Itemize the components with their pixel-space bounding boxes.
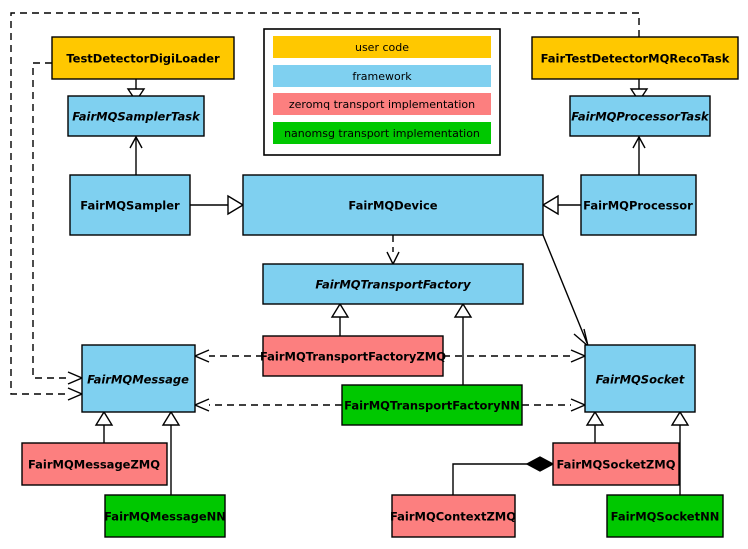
- class-box-fairmqprocessor[interactable]: [580, 174, 697, 236]
- edge-fairmqtransportfactoryzmq-to-fairmqmessage: [193, 349, 263, 363]
- class-node-testdetectordigiloader[interactable]: TestDetectorDigiLoader: [51, 36, 235, 80]
- class-box-fairmqsampler[interactable]: [69, 174, 191, 236]
- edge-fairmqprocessor-to-fairmqprocessortask: [632, 135, 646, 175]
- edge-layer: FairMQTransportFactory (dashed dependenc…: [10, 12, 690, 495]
- edge-fairmqtransportfactorynn-to-fairmqmessage: [193, 398, 342, 412]
- class-node-fairmqmessage[interactable]: FairMQMessage: [81, 344, 196, 413]
- edge-fairmqdevice-to-fairmqtransportfactory: [386, 235, 400, 266]
- class-box-fairmqtransportfactorynn[interactable]: [341, 384, 523, 426]
- class-label-fairmqdevice: FairMQDevice: [348, 199, 437, 213]
- class-box-fairmqcontextzmq[interactable]: [391, 494, 516, 538]
- class-label-fairmqsamplertask: FairMQSamplerTask: [72, 110, 201, 124]
- class-label-fairmqsocketnn: FairMQSocketNN: [611, 510, 720, 524]
- edge-fairmqtransportfactorynn-to-fairmqsocket: [522, 398, 587, 412]
- class-label-fairmqsocketzmq: FairMQSocketZMQ: [557, 458, 676, 472]
- class-label-fairmqsampler: FairMQSampler: [80, 199, 180, 213]
- class-node-fairmqsampler[interactable]: FairMQSampler: [69, 174, 191, 236]
- class-box-fairtestdetectormqrecotask[interactable]: [531, 36, 739, 80]
- class-node-fairmqsamplertask[interactable]: FairMQSamplerTask: [67, 95, 205, 137]
- legend-label-nanomsg: nanomsg transport implementation: [284, 127, 480, 140]
- class-node-fairmqtransportfactorynn[interactable]: FairMQTransportFactoryNN: [341, 384, 523, 426]
- edge-fairmqcontextzmq-to-fairmqsocketzmq: [452, 456, 555, 495]
- class-node-fairmqtransportfactoryzmq[interactable]: FairMQTransportFactoryZMQ: [260, 335, 446, 377]
- class-node-fairmqmessagezmq[interactable]: FairMQMessageZMQ: [21, 442, 168, 486]
- class-box-fairmqmessage[interactable]: [81, 344, 196, 413]
- node-layer: TestDetectorDigiLoader FairTestDetectorM…: [21, 36, 739, 538]
- edge-fairmqsampler-to-fairmqsamplertask: [129, 135, 143, 175]
- class-label-fairmqtransportfactory: FairMQTransportFactory: [315, 278, 471, 292]
- class-label-fairmqmessage: FairMQMessage: [87, 373, 189, 387]
- class-node-fairmqprocessortask[interactable]: FairMQProcessorTask: [569, 95, 711, 137]
- class-box-testdetectordigiloader[interactable]: [51, 36, 235, 80]
- class-node-fairmqprocessor[interactable]: FairMQProcessor: [580, 174, 697, 236]
- class-box-fairmqsamplertask[interactable]: [67, 95, 205, 137]
- legend-item-framework: framework: [273, 65, 491, 87]
- class-label-fairmqtransportfactorynn: FairMQTransportFactoryNN: [344, 399, 520, 413]
- edge-fairmqmessagenn-to-fairmqmessage: [161, 410, 181, 495]
- edge-fairtestdetectormqrecotask-to-fairmqprocessortask: [629, 79, 649, 103]
- class-node-fairmqsocket[interactable]: FairMQSocket: [584, 344, 696, 413]
- legend-item-nanomsg: nanomsg transport implementation: [273, 122, 491, 144]
- legend-label-framework: framework: [352, 70, 412, 83]
- class-label-fairmqprocessor: FairMQProcessor: [583, 199, 693, 213]
- class-label-fairmqtransportfactoryzmq: FairMQTransportFactoryZMQ: [260, 350, 446, 364]
- legend-swatch-nanomsg: [273, 122, 491, 144]
- class-box-fairmqsocketzmq[interactable]: [552, 442, 680, 486]
- class-box-fairmqtransportfactory[interactable]: [262, 263, 524, 305]
- class-label-fairmqcontextzmq: FairMQContextZMQ: [390, 510, 516, 524]
- class-label-fairmqmessagenn: FairMQMessageNN: [104, 510, 226, 524]
- class-box-fairmqmessagezmq[interactable]: [21, 442, 168, 486]
- legend-swatch-framework: [273, 65, 491, 87]
- class-node-fairmqmessagenn[interactable]: FairMQMessageNN: [104, 494, 226, 538]
- class-box-fairmqsocketnn[interactable]: [606, 494, 724, 538]
- edge-fairmqsampler-to-fairmqdevice: [190, 194, 245, 216]
- edge-fairmqprocessor-to-fairmqdevice: [541, 194, 581, 216]
- edge-fairmqtransportfactoryzmq-to-fairmqsocket: [443, 349, 587, 363]
- class-box-fairmqdevice[interactable]: [242, 174, 544, 236]
- legend-label-zeromq: zeromq transport implementation: [289, 98, 475, 111]
- class-box-fairmqmessagenn[interactable]: [104, 494, 226, 538]
- class-node-fairmqsocketzmq[interactable]: FairMQSocketZMQ: [552, 442, 680, 486]
- edge-fairmqsocketzmq-to-fairmqsocket: [585, 410, 605, 443]
- class-node-fairmqtransportfactory[interactable]: FairMQTransportFactory: [262, 263, 524, 305]
- edge-fairmqdevice-to-fairmqsocket: [542, 234, 590, 348]
- legend-item-zeromq: zeromq transport implementation: [273, 93, 491, 115]
- legend: user code framework zeromq transport imp…: [263, 28, 501, 156]
- class-node-fairmqsocketnn[interactable]: FairMQSocketNN: [606, 494, 724, 538]
- class-node-fairmqdevice[interactable]: FairMQDevice: [242, 174, 544, 236]
- legend-item-user-code: user code: [273, 36, 491, 58]
- class-box-fairmqprocessortask[interactable]: [569, 95, 711, 137]
- class-box-fairmqsocket[interactable]: [584, 344, 696, 413]
- class-box-fairmqtransportfactoryzmq[interactable]: [262, 335, 444, 377]
- edge-fairmqmessagezmq-to-fairmqmessage: [94, 410, 114, 443]
- legend-swatch-user-code: [273, 36, 491, 58]
- edge-testdetectordigiloader-to-fairmqsamplertask: [126, 79, 146, 103]
- class-label-fairmqmessagezmq: FairMQMessageZMQ: [28, 458, 160, 472]
- edge-fairmqtransportfactorynn-to-fairmqtransportfactory: [453, 302, 473, 385]
- class-label-fairtestdetectormqrecotask: FairTestDetectorMQRecoTask: [541, 52, 730, 66]
- class-node-fairtestdetectormqrecotask[interactable]: FairTestDetectorMQRecoTask: [531, 36, 739, 80]
- legend-swatch-zeromq: [273, 93, 491, 115]
- class-label-testdetectordigiloader: TestDetectorDigiLoader: [66, 52, 220, 66]
- edge-fairmqtransportfactoryzmq-to-fairmqtransportfactory: [330, 302, 350, 336]
- class-node-fairmqcontextzmq[interactable]: FairMQContextZMQ: [390, 494, 516, 538]
- class-label-fairmqsocket: FairMQSocket: [596, 373, 685, 387]
- class-label-fairmqprocessortask: FairMQProcessorTask: [571, 110, 710, 124]
- legend-label-user-code: user code: [355, 41, 409, 54]
- edge-fairmqsocketnn-to-fairmqsocket: [670, 410, 690, 495]
